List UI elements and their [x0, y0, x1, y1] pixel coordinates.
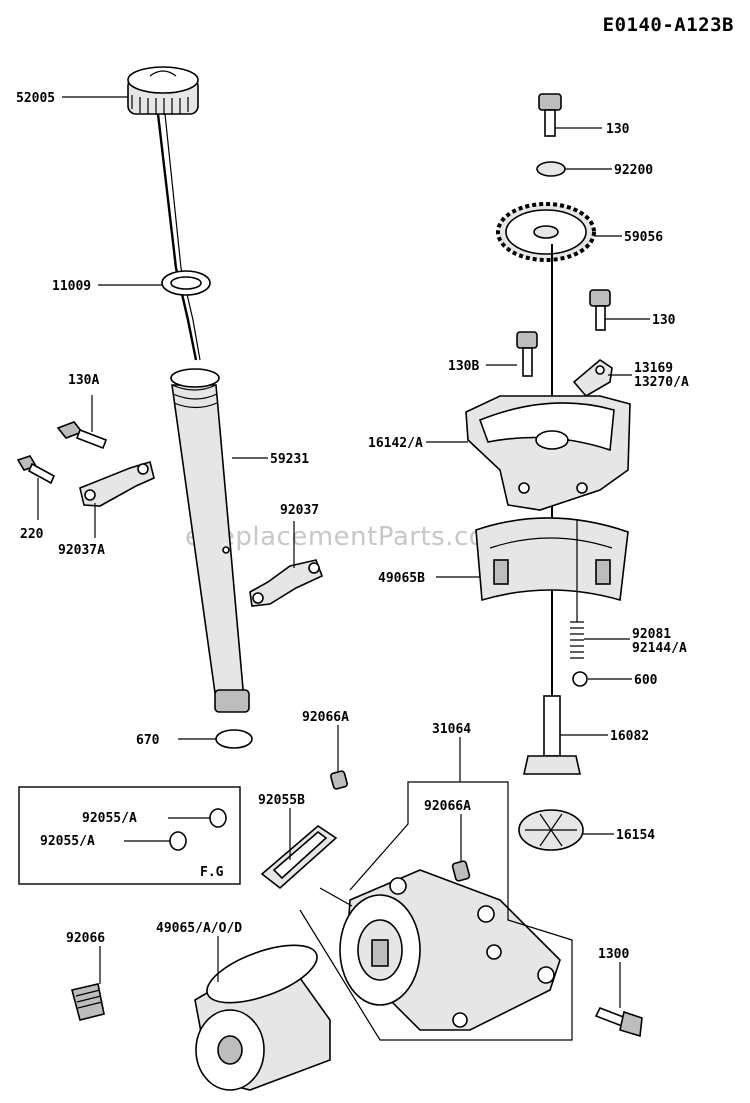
bracket-92037A — [79, 460, 155, 507]
oring-670 — [215, 729, 253, 749]
label-59231: 59231 — [270, 452, 309, 467]
ball-600 — [572, 671, 588, 687]
rotor-16154 — [518, 809, 584, 851]
label-130-top: 130 — [606, 122, 630, 137]
label-600: 600 — [634, 673, 658, 688]
label-92055B: 92055B — [258, 793, 305, 808]
oring-92055A-1 — [209, 808, 227, 828]
label-92066A-left: 92066A — [302, 710, 349, 725]
label-220: 220 — [20, 527, 44, 542]
label-130B: 130B — [448, 359, 479, 374]
shaft-16082 — [523, 695, 581, 775]
label-92200: 92200 — [614, 163, 653, 178]
oring-92055A-2 — [169, 831, 187, 851]
oil-cap-52005 — [127, 66, 199, 115]
label-130-mid: 130 — [652, 313, 676, 328]
bracket-92037 — [249, 559, 324, 607]
label-11009: 11009 — [52, 279, 91, 294]
leader-lines — [37, 96, 650, 1041]
label-16154: 16154 — [616, 828, 655, 843]
label-49065AOD: 49065/A/O/D — [156, 921, 242, 936]
label-92037: 92037 — [280, 503, 319, 518]
label-13169: 13169 — [634, 361, 673, 376]
filter-base-31064 — [339, 869, 561, 1031]
label-59056: 59056 — [624, 230, 663, 245]
label-92037A: 92037A — [58, 543, 105, 558]
bolt-130-mid — [589, 289, 611, 331]
dipstick-tube-59231 — [170, 368, 250, 713]
label-92055A-2: 92055/A — [40, 834, 95, 849]
screen-49065B — [475, 517, 629, 602]
label-92055A-1: 92055/A — [82, 811, 137, 826]
relief-92066A-left — [330, 770, 348, 790]
plate-13169 — [572, 359, 613, 398]
pump-body-16142 — [465, 395, 631, 511]
label-130A: 130A — [68, 373, 99, 388]
gear-59056 — [496, 202, 596, 262]
washer-92200 — [536, 161, 566, 177]
label-16142A: 16142/A — [368, 436, 423, 451]
label-92081: 92081 — [632, 627, 671, 642]
bolt-1300 — [594, 1006, 643, 1038]
spring-92081 — [570, 520, 584, 659]
diagram-code: E0140-A123B — [602, 14, 734, 36]
label-52005: 52005 — [16, 91, 55, 106]
watermark: eReplacementParts.com — [185, 522, 512, 552]
label-31064: 31064 — [432, 722, 471, 737]
inset-box — [18, 786, 241, 885]
gasket-92055B — [260, 824, 338, 890]
label-670: 670 — [136, 733, 160, 748]
inset-label: F.G — [200, 865, 224, 880]
bolt-130A — [56, 421, 108, 450]
label-13270A: 13270/A — [634, 375, 689, 390]
bolt-130B — [516, 331, 538, 377]
oil-filter-49065 — [194, 944, 331, 1091]
label-16082: 16082 — [610, 729, 649, 744]
label-1300: 1300 — [598, 947, 629, 962]
bolt-130-top — [538, 93, 562, 137]
plug-92066 — [71, 983, 105, 1021]
dipstick-rod — [156, 113, 201, 361]
bolt-220 — [16, 455, 56, 485]
label-92144A: 92144/A — [632, 641, 687, 656]
relief-92066A-right — [451, 860, 471, 882]
label-49065B: 49065B — [378, 571, 425, 586]
label-92066: 92066 — [66, 931, 105, 946]
label-92066A-right: 92066A — [424, 799, 471, 814]
